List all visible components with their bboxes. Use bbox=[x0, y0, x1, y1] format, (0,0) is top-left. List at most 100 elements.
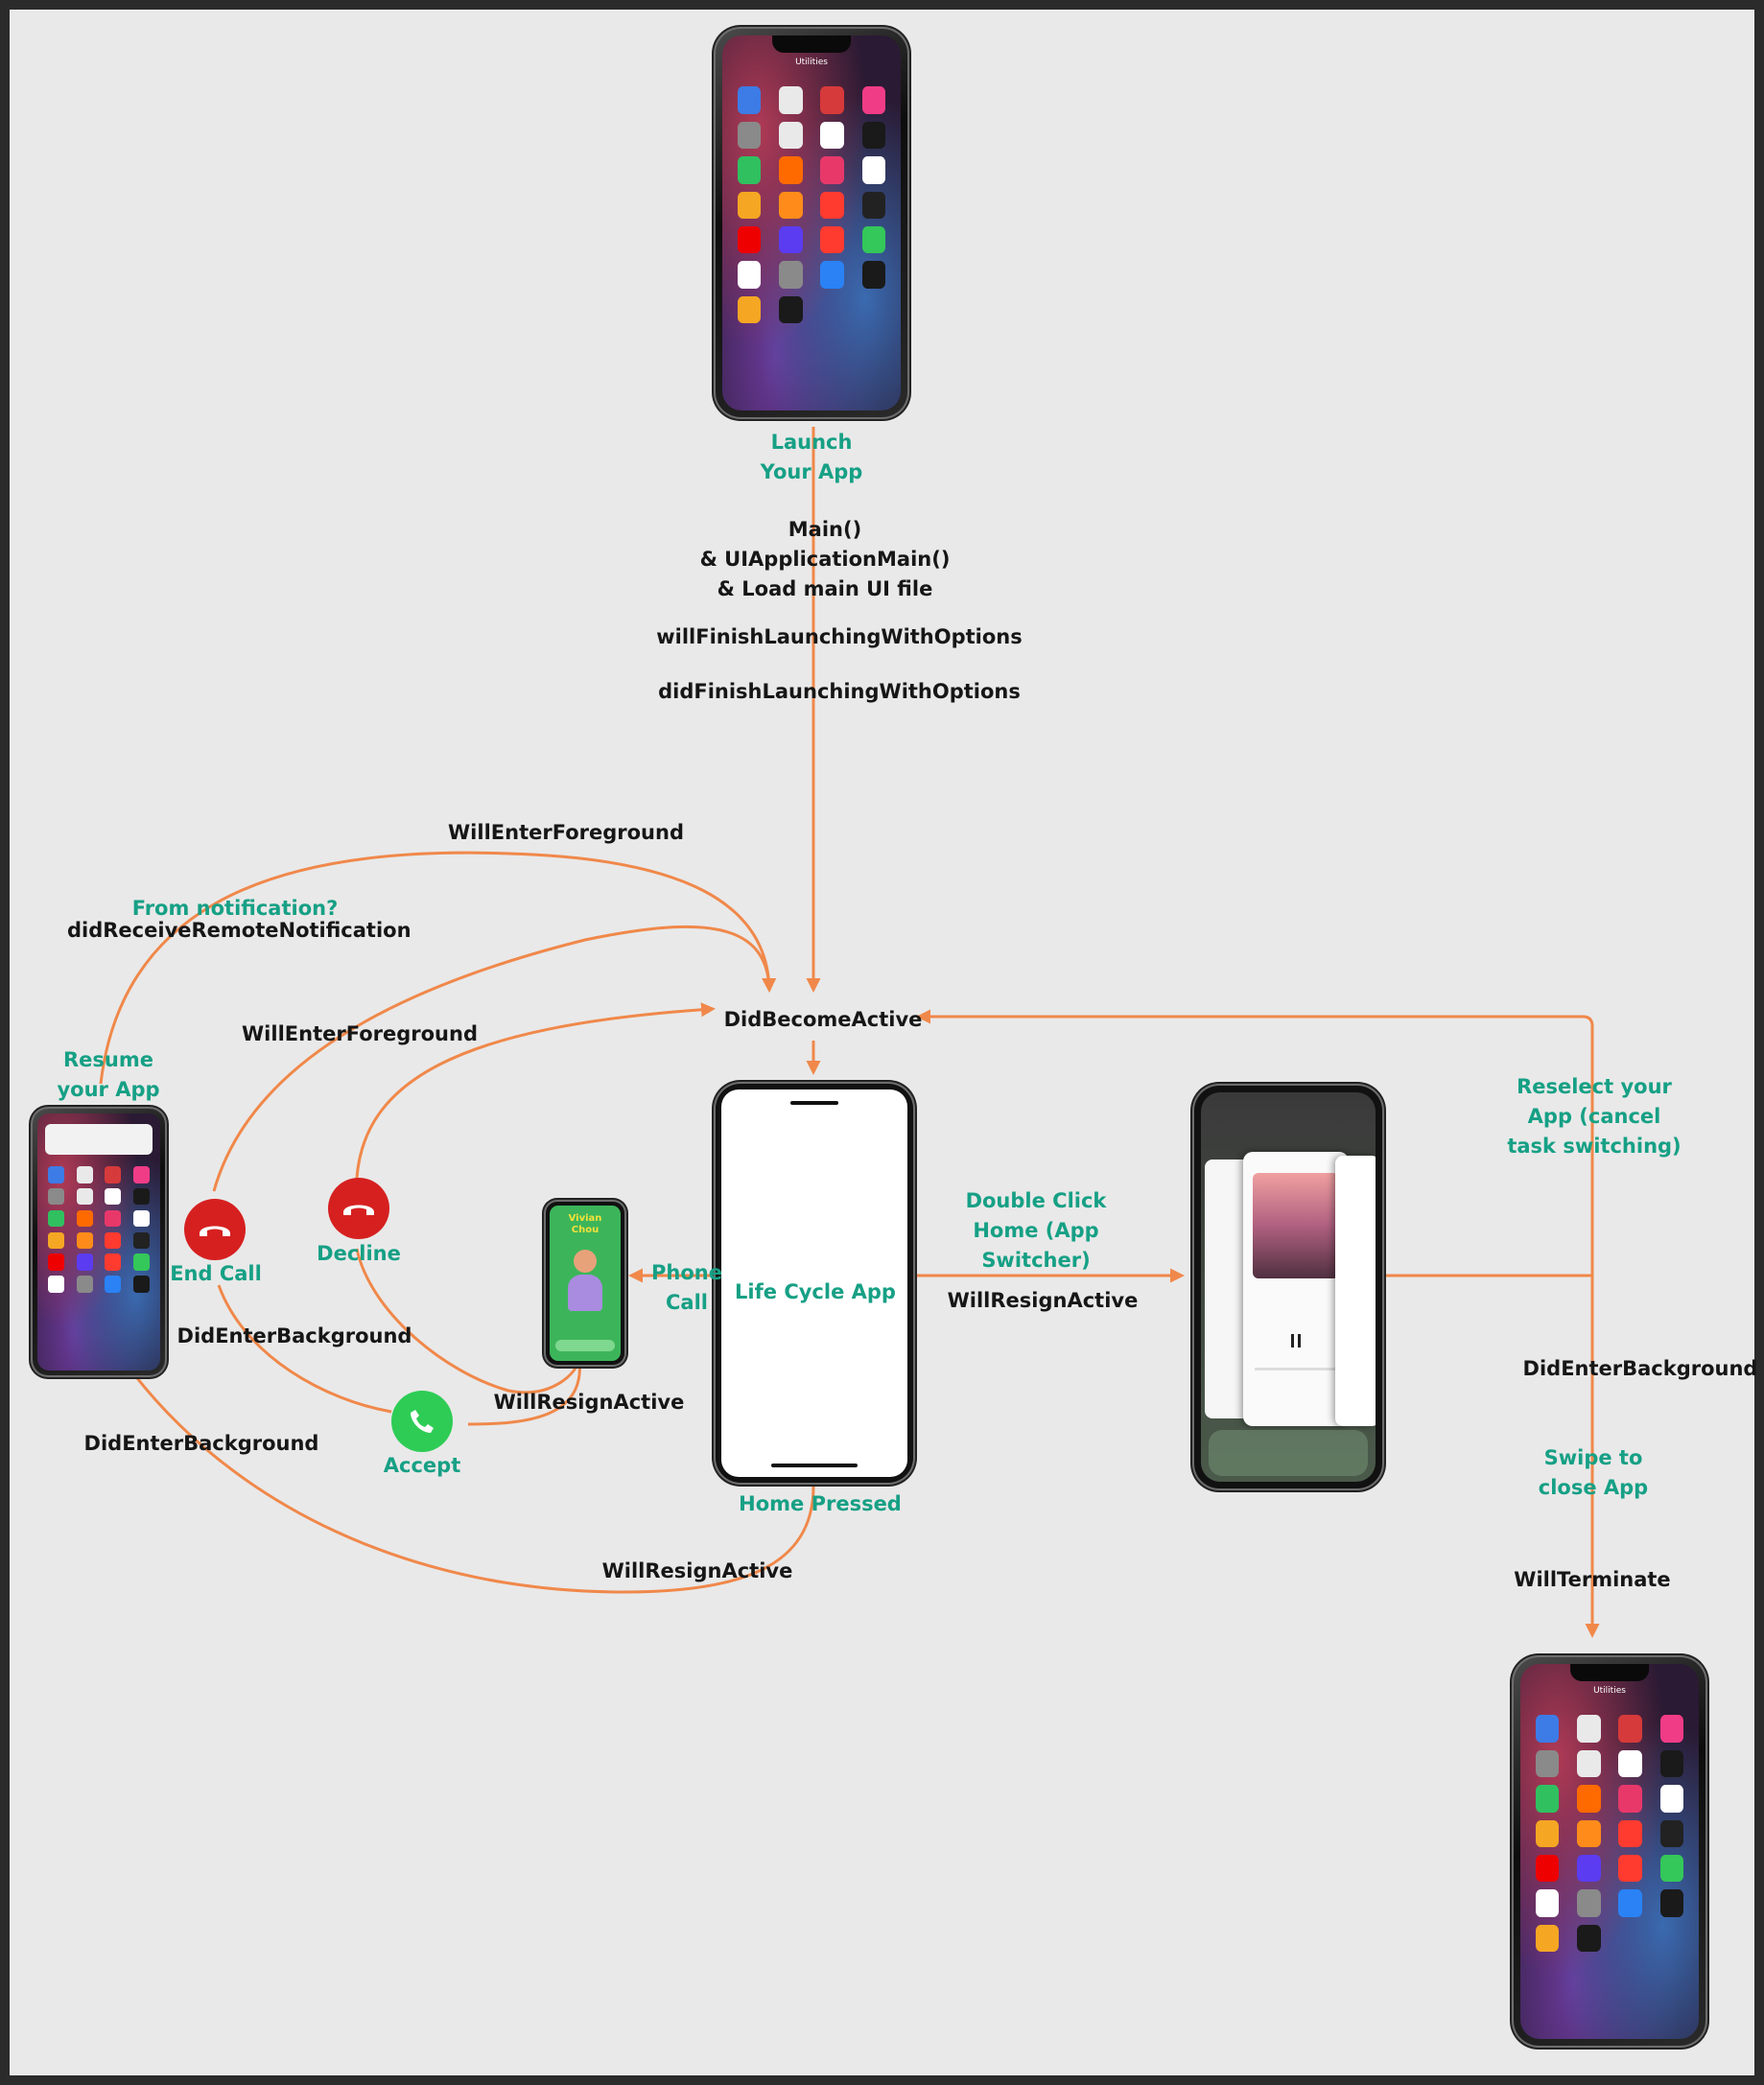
app-icon bbox=[861, 86, 885, 114]
notification-banner bbox=[44, 1123, 153, 1155]
app-card-right bbox=[1335, 1156, 1376, 1426]
will-resign-active-switcher-label: WillResignActive bbox=[947, 1289, 1139, 1312]
will-enter-foreground-top-label: WillEnterForeground bbox=[448, 821, 684, 844]
app-icon bbox=[48, 1231, 64, 1250]
app-icon bbox=[105, 1166, 122, 1183]
did-enter-background-bottom-label: DidEnterBackground bbox=[83, 1432, 319, 1455]
incoming-call-screen: Vivian Chou bbox=[550, 1206, 621, 1361]
app-icon bbox=[820, 225, 844, 254]
app-icon bbox=[738, 156, 762, 184]
app-icon bbox=[105, 1276, 122, 1293]
launch-your-app-label: Launch Your App bbox=[760, 431, 863, 483]
app-icon bbox=[1659, 1715, 1683, 1743]
arrow-endcall-to-didbecomeactive bbox=[212, 925, 777, 1192]
resume-phone bbox=[33, 1109, 165, 1375]
did-become-active-label: DidBecomeActive bbox=[723, 1008, 923, 1031]
app-icon bbox=[105, 1253, 122, 1271]
app-icon bbox=[779, 295, 803, 324]
app-switcher-screen bbox=[1201, 1092, 1376, 1482]
did-enter-background-call-label: DidEnterBackground bbox=[176, 1324, 412, 1347]
caller-avatar bbox=[566, 1250, 604, 1311]
app-icon bbox=[1536, 1854, 1560, 1883]
app-icon bbox=[133, 1276, 150, 1293]
did-finish-launching-label: didFinishLaunchingWithOptions bbox=[658, 680, 1021, 703]
app-icon bbox=[48, 1276, 64, 1293]
app-icon bbox=[76, 1276, 93, 1293]
app-icon bbox=[1659, 1785, 1683, 1813]
play-pause-icon bbox=[1291, 1334, 1301, 1347]
phone-accept-icon bbox=[411, 1410, 434, 1433]
app-icon bbox=[861, 156, 885, 184]
app-icon bbox=[105, 1209, 122, 1228]
end-call-button[interactable] bbox=[184, 1199, 246, 1260]
app-icon bbox=[820, 191, 844, 220]
decline-label: Decline bbox=[317, 1242, 401, 1265]
app-icon bbox=[738, 295, 762, 324]
home-screen: Utilities bbox=[722, 35, 901, 410]
double-click-home-label: Double Click Home (App Switcher) bbox=[965, 1189, 1107, 1272]
from-notification-label: From notification? bbox=[131, 897, 339, 920]
app-icon bbox=[1536, 1715, 1560, 1743]
app-icon bbox=[76, 1188, 93, 1206]
home-screen-title: Utilities bbox=[1593, 1686, 1626, 1697]
uiapplicationmain-label: & UIApplicationMain() bbox=[699, 548, 951, 571]
speaker-bar bbox=[790, 1101, 838, 1105]
app-icon bbox=[1618, 1889, 1642, 1917]
app-icon bbox=[738, 261, 762, 289]
phone-call-label: Phone Call bbox=[651, 1261, 722, 1314]
app-icon bbox=[1577, 1749, 1601, 1778]
app-icon bbox=[1618, 1785, 1642, 1813]
home-screen-phone-bottom: Utilities bbox=[1514, 1657, 1705, 2046]
decline-button[interactable] bbox=[328, 1178, 389, 1239]
app-icon bbox=[1536, 1749, 1560, 1778]
app-icon bbox=[133, 1253, 150, 1271]
did-receive-remote-notification-label: didReceiveRemoteNotification bbox=[67, 919, 412, 942]
home-screen bbox=[37, 1113, 160, 1370]
app-icon bbox=[76, 1231, 93, 1250]
will-resign-active-call-label: WillResignActive bbox=[493, 1391, 685, 1414]
app-icon bbox=[820, 156, 844, 184]
did-enter-background-right-label: DidEnterBackground bbox=[1522, 1357, 1758, 1380]
resume-your-app-label: Resume your App bbox=[57, 1048, 160, 1101]
arrow-resume-to-didbecomeactive bbox=[99, 851, 777, 1085]
app-icon bbox=[133, 1231, 150, 1250]
accept-button[interactable] bbox=[391, 1391, 453, 1452]
app-icon bbox=[133, 1166, 150, 1183]
life-cycle-app-phone bbox=[716, 1084, 913, 1483]
home-screen: Utilities bbox=[1520, 1664, 1699, 2039]
app-icon bbox=[779, 156, 803, 184]
arrow-reselect-to-didbecomeactive bbox=[916, 1009, 1594, 1276]
app-icon bbox=[48, 1166, 64, 1183]
phone-hangup-icon bbox=[343, 1205, 374, 1215]
home-indicator bbox=[771, 1464, 858, 1467]
app-icon bbox=[1577, 1889, 1601, 1917]
app-icon bbox=[1659, 1749, 1683, 1778]
swipe-to-close-label: Swipe to close App bbox=[1538, 1446, 1649, 1499]
app-switcher-phone bbox=[1194, 1086, 1382, 1488]
app-icon bbox=[1618, 1819, 1642, 1848]
app-icon bbox=[861, 121, 885, 150]
progress-track bbox=[1255, 1368, 1337, 1370]
home-screen-phone-top: Utilities bbox=[716, 29, 907, 417]
will-terminate-label: WillTerminate bbox=[1514, 1568, 1671, 1591]
will-resign-active-home-label: WillResignActive bbox=[601, 1559, 793, 1582]
incoming-call-phone: Vivian Chou bbox=[546, 1202, 624, 1365]
app-icon bbox=[133, 1209, 150, 1228]
reselect-your-app-label: Reselect your App (cancel task switching… bbox=[1507, 1075, 1682, 1158]
will-finish-launching-label: willFinishLaunchingWithOptions bbox=[656, 625, 1023, 648]
main-call-label: Main() bbox=[788, 518, 862, 541]
app-icon bbox=[820, 261, 844, 289]
app-icon bbox=[48, 1253, 64, 1271]
app-icon bbox=[861, 261, 885, 289]
load-main-ui-label: & Load main UI file bbox=[717, 577, 933, 600]
arrow-decline-to-didbecomeactive bbox=[355, 1002, 716, 1179]
accept-label: Accept bbox=[383, 1454, 461, 1477]
life-cycle-app-label: Life Cycle App bbox=[735, 1280, 896, 1303]
app-icon bbox=[1577, 1785, 1601, 1813]
arrow-decline-to-phonecall bbox=[355, 1248, 581, 1394]
app-icon bbox=[861, 191, 885, 220]
app-icon bbox=[105, 1188, 122, 1206]
app-icon bbox=[1536, 1924, 1560, 1953]
app-icon bbox=[820, 86, 844, 114]
app-icon bbox=[1577, 1854, 1601, 1883]
